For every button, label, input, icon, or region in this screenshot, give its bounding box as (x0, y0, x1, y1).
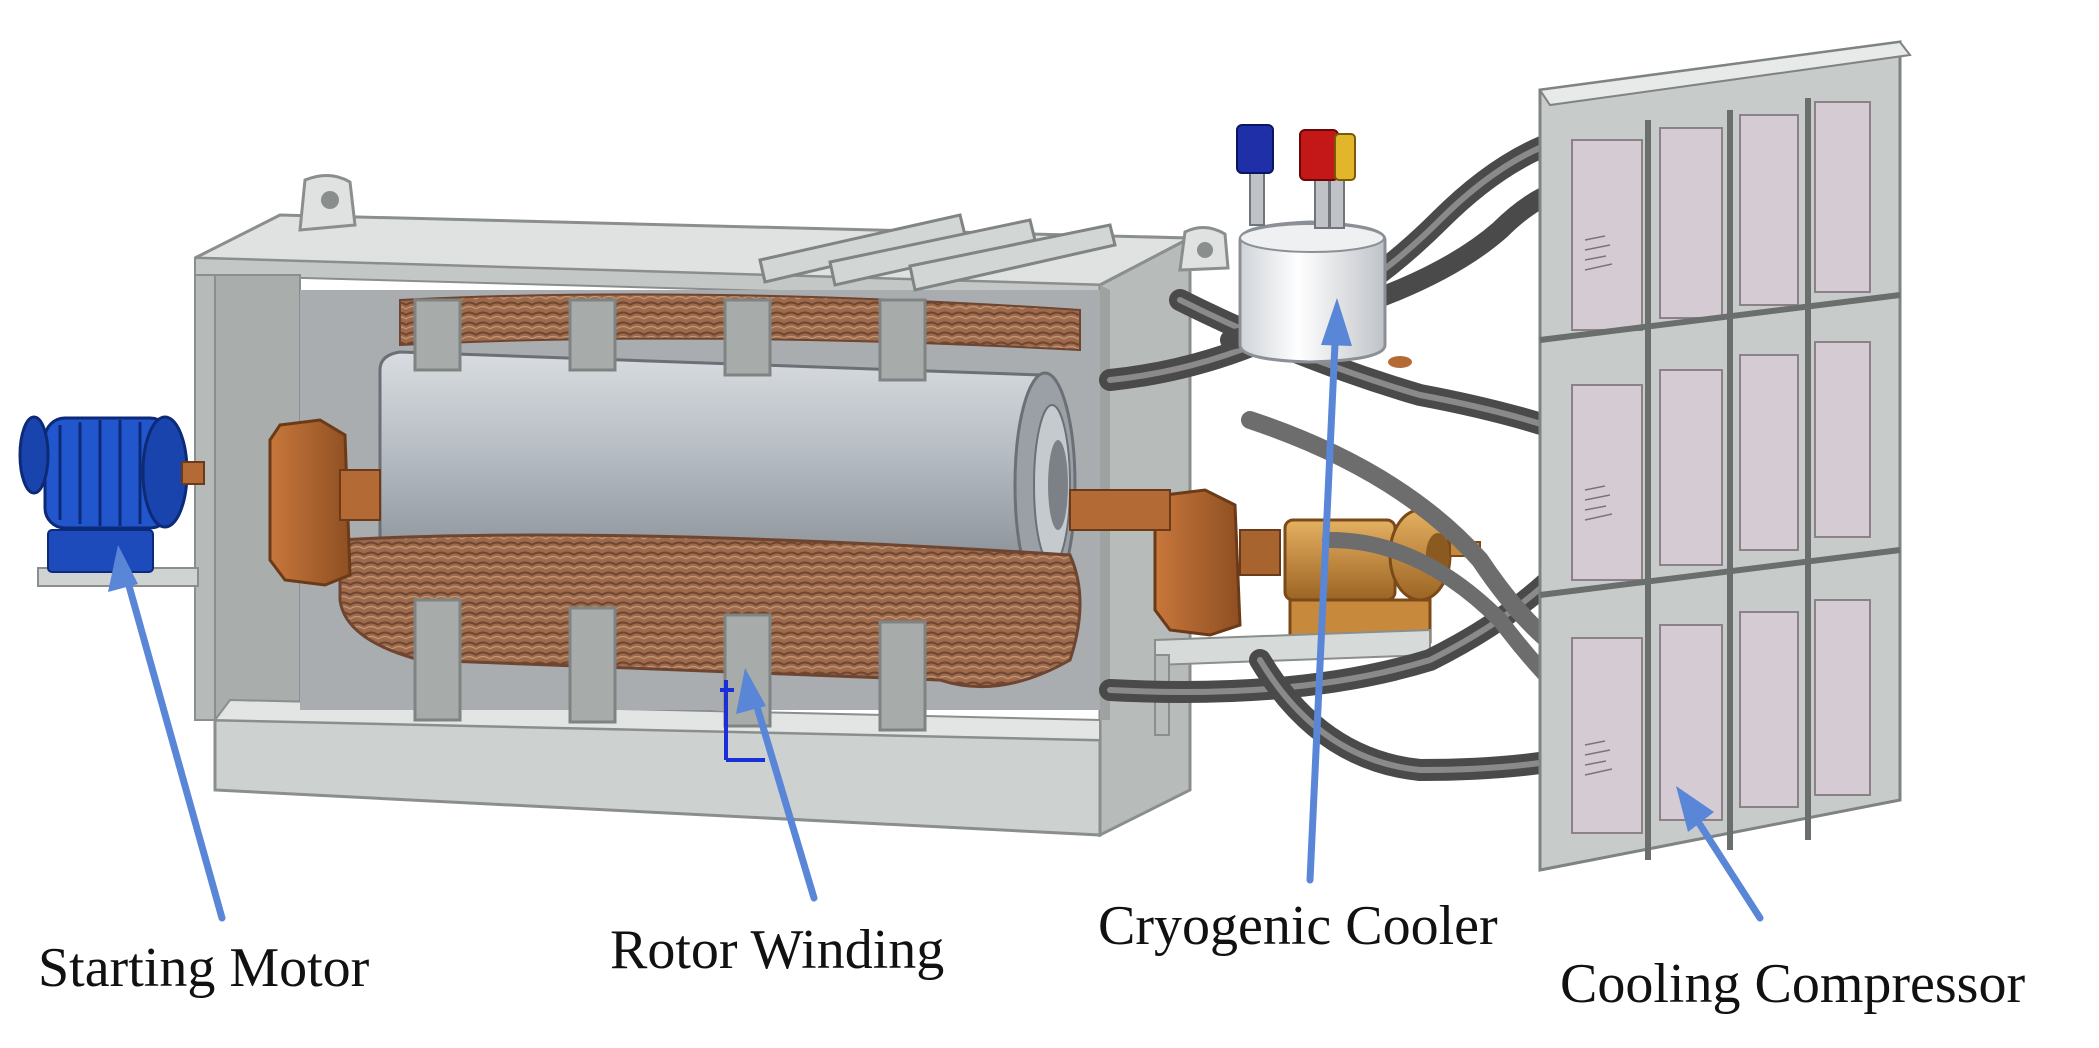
label-starting-motor: Starting Motor (38, 937, 370, 999)
starting-motor (18, 415, 205, 587)
arrow-cooling-compressor (1684, 802, 1764, 922)
arrow-cryogenic-cooler (1306, 318, 1340, 884)
arrow-head-rotor-winding (736, 668, 766, 714)
arrow-starting-motor (120, 564, 226, 922)
label-rotor-winding: Rotor Winding (610, 919, 945, 981)
coordinate-triad-icon (720, 680, 765, 762)
arrow-head-starting-motor (108, 545, 138, 592)
label-cooling-compressor: Cooling Compressor (1560, 953, 2026, 1015)
arrow-rotor-winding (748, 686, 818, 902)
arrow-head-cryogenic-cooler (1321, 298, 1352, 346)
cryogenic-cooler (1236, 124, 1412, 368)
lifting-eye-right (1178, 226, 1230, 272)
leader-arrows (108, 298, 1764, 922)
lifting-eye-left (298, 174, 357, 232)
arrow-head-cooling-compressor (1676, 786, 1714, 832)
stator-supports (413, 298, 927, 732)
top-clamp-bars (758, 213, 1117, 292)
label-cryogenic-cooler: Cryogenic Cooler (1098, 895, 1498, 957)
cooling-compressor-rack (1538, 40, 1912, 872)
left-bearing-flange (268, 418, 381, 587)
right-coupling (1069, 488, 1281, 637)
